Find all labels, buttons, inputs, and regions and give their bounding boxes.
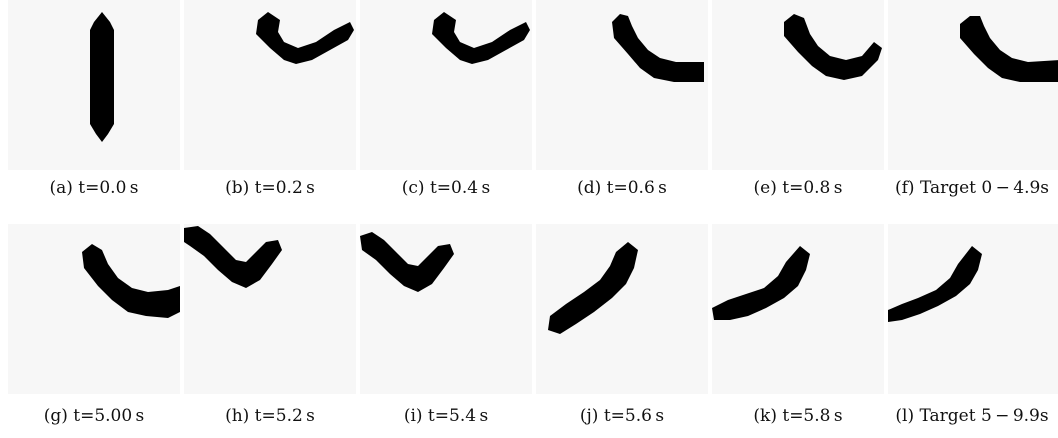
panel-k: [712, 224, 884, 394]
caption-g: (g) t=5.00 s: [43, 406, 145, 426]
caption-b: (b) t=0.2 s: [225, 178, 315, 198]
caption-h: (h) t=5.2 s: [225, 406, 315, 426]
panel-h: [184, 224, 356, 394]
panel-d: [536, 0, 708, 170]
caption-e: (e) t=0.8 s: [753, 178, 843, 198]
shape-b: [256, 12, 354, 64]
caption-j: (j) t=5.6 s: [579, 406, 665, 426]
caption-i: (i) t=5.4 s: [403, 406, 489, 426]
shape-c: [432, 12, 530, 64]
panel-l: [888, 224, 1058, 394]
panel-f: [888, 0, 1058, 170]
caption-c: (c) t=0.4 s: [401, 178, 491, 198]
shape-a: [90, 12, 114, 142]
caption-k: (k) t=5.8 s: [753, 406, 843, 426]
panel-e: [712, 0, 884, 170]
shape-i: [360, 232, 454, 292]
panel-j: [536, 224, 708, 394]
shape-f: [960, 16, 1058, 82]
panel-g: [8, 224, 180, 394]
shape-g: [82, 244, 180, 318]
shape-e: [784, 14, 882, 80]
shape-h: [184, 226, 282, 288]
caption-d: (d) t=0.6 s: [577, 178, 667, 198]
caption-a: (a) t=0.0 s: [49, 178, 139, 198]
shape-l: [888, 246, 982, 322]
shape-j: [548, 242, 638, 334]
caption-l: (l) Target 5 − 9.9s: [895, 406, 1049, 426]
panel-i: [360, 224, 532, 394]
panel-a: [8, 0, 180, 170]
panel-c: [360, 0, 532, 170]
shape-k: [712, 246, 810, 320]
caption-f: (f) Target 0 − 4.9s: [894, 178, 1050, 198]
shape-d: [612, 14, 704, 82]
panel-b: [184, 0, 356, 170]
